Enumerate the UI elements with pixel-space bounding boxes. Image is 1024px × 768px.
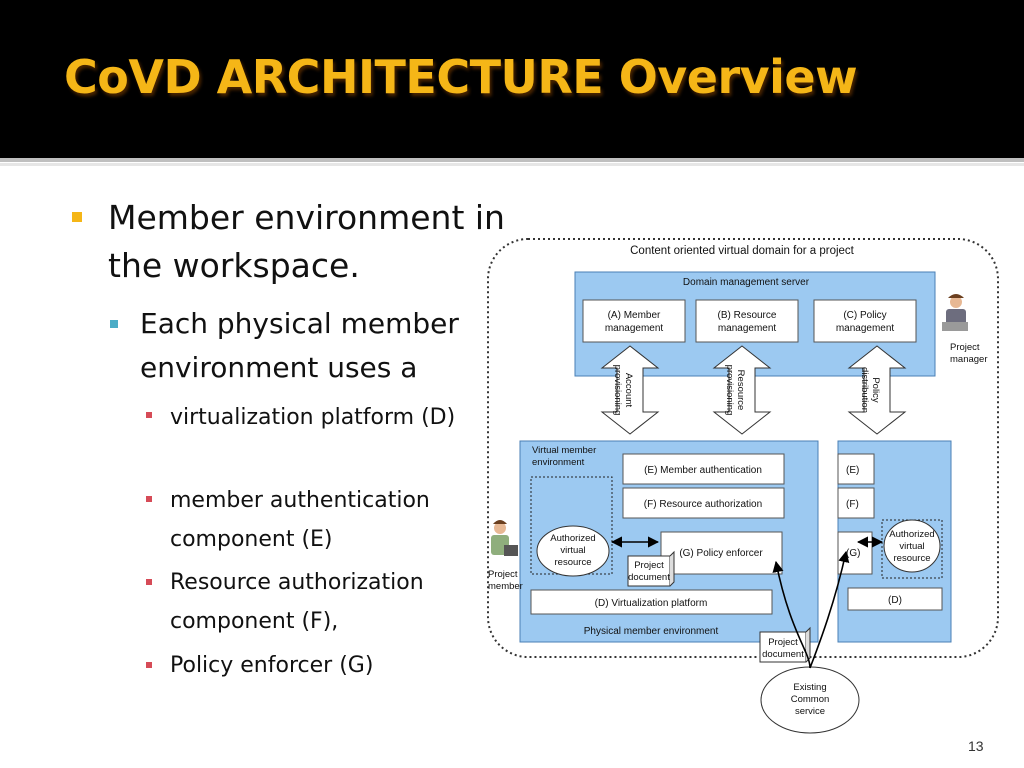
right-e-label: (E) <box>846 465 859 476</box>
policy-management-line1: (C) Policy <box>843 310 886 321</box>
member-management-box <box>582 299 686 343</box>
resource-management-line2: management <box>718 323 777 334</box>
project-manager-icon <box>942 294 968 331</box>
account-provisioning-arrow <box>600 345 660 435</box>
policy-enforcer-label: (G) Policy enforcer <box>679 548 763 559</box>
project-document-bottom-line1: Project <box>768 637 798 648</box>
bullet-level3-item: member authentication component (E) <box>170 488 430 552</box>
right-resource-auth-box <box>837 487 875 519</box>
member-authentication-box <box>622 453 785 485</box>
bullet-level3-item: virtualization platform (D) <box>170 405 456 430</box>
bullet-level3-item: Policy enforcer (G) <box>170 653 374 678</box>
authorized-virtual-resource-right <box>883 519 941 573</box>
resource-authorization-label: (F) Resource authorization <box>644 499 762 510</box>
right-member-auth-box <box>837 453 875 485</box>
covd-architecture-diagram: Content oriented virtual domain for a pr… <box>487 238 999 734</box>
title-bar: CoVD ARCHITECTURE Overview <box>0 0 1024 158</box>
policy-enforcer-box <box>660 531 783 575</box>
authorized-resource-left-line2: virtual <box>560 545 585 556</box>
right-f-label: (F) <box>846 499 859 510</box>
right-d-label: (D) <box>888 595 902 606</box>
title-divider-light <box>0 163 1024 166</box>
service-to-right-enforcer-arrow <box>809 550 850 669</box>
bullet-marker-level3 <box>146 496 152 502</box>
member-management-line1: (A) Member <box>608 310 661 321</box>
policy-distribution-arrow <box>847 345 907 435</box>
virtual-member-env-line1: Virtual member <box>532 445 596 456</box>
authorized-resource-left-line1: Authorized <box>550 533 595 544</box>
project-manager-line2: manager <box>950 354 988 365</box>
bullet-level1: Member environment in the workspace. <box>108 198 505 285</box>
policy-distribution-label2: distribution <box>859 367 870 413</box>
policy-management-box <box>813 299 917 343</box>
project-member-line1: Project <box>488 569 518 580</box>
resource-management-box <box>695 299 799 343</box>
virtual-member-environment-box <box>530 476 613 575</box>
project-member-icon <box>491 520 518 556</box>
account-provisioning-label2: provisioning <box>612 365 623 416</box>
bullet-marker-level2 <box>110 320 118 328</box>
bullet-marker-level3 <box>146 662 152 668</box>
policy-management-line2: management <box>836 323 895 334</box>
authorized-resource-right-line3: resource <box>894 553 931 564</box>
existing-service-line2: Common <box>791 694 830 705</box>
bullet-level3-item: Resource authorization component (F), <box>170 570 424 634</box>
project-document-bottom-line2: document <box>762 649 804 660</box>
bullet-marker-level1 <box>72 212 82 222</box>
page-number: 13 <box>968 738 984 754</box>
virtual-member-env-line2: environment <box>532 457 585 468</box>
resource-authorization-box <box>622 487 785 519</box>
server-title: Domain management server <box>683 277 810 288</box>
member-management-line2: management <box>605 323 664 334</box>
bullet-marker-level3 <box>146 412 152 418</box>
existing-service-line3: service <box>795 706 825 717</box>
slide-title: CoVD ARCHITECTURE Overview <box>64 50 858 104</box>
enforcer-to-service-arrow <box>772 560 811 669</box>
authorized-virtual-resource-left <box>536 525 610 577</box>
member-authentication-label: (E) Member authentication <box>644 465 762 476</box>
project-document-left-line2: document <box>628 572 670 583</box>
virtualization-platform-label: (D) Virtualization platform <box>595 598 708 609</box>
bullet-level2: Each physical member environment uses a <box>140 307 459 384</box>
virtualization-platform-box <box>530 589 773 615</box>
existing-service-line1: Existing <box>793 682 826 693</box>
authorized-resource-left-line3: resource <box>555 557 592 568</box>
right-virtualization-platform-box <box>847 587 943 611</box>
resource-provisioning-label1: Resource <box>735 370 746 411</box>
resource-provisioning-label2: provisioning <box>724 365 735 416</box>
project-manager-line1: Project <box>950 342 980 353</box>
account-provisioning-label1: Account <box>623 373 634 408</box>
authorized-resource-right-line2: virtual <box>899 541 924 552</box>
resource-provisioning-arrow <box>712 345 772 435</box>
bullet-marker-level3 <box>146 579 152 585</box>
domain-title: Content oriented virtual domain for a pr… <box>630 245 855 257</box>
right-g-label: (G) <box>846 548 860 559</box>
title-divider <box>0 158 1024 162</box>
physical-member-env-label: Physical member environment <box>584 626 719 637</box>
policy-distribution-label1: Policy <box>870 377 881 403</box>
project-document-left-line1: Project <box>634 560 664 571</box>
project-member-line2: member <box>488 581 523 592</box>
resource-management-line1: (B) Resource <box>718 310 777 321</box>
authorized-resource-right-line1: Authorized <box>889 529 934 540</box>
